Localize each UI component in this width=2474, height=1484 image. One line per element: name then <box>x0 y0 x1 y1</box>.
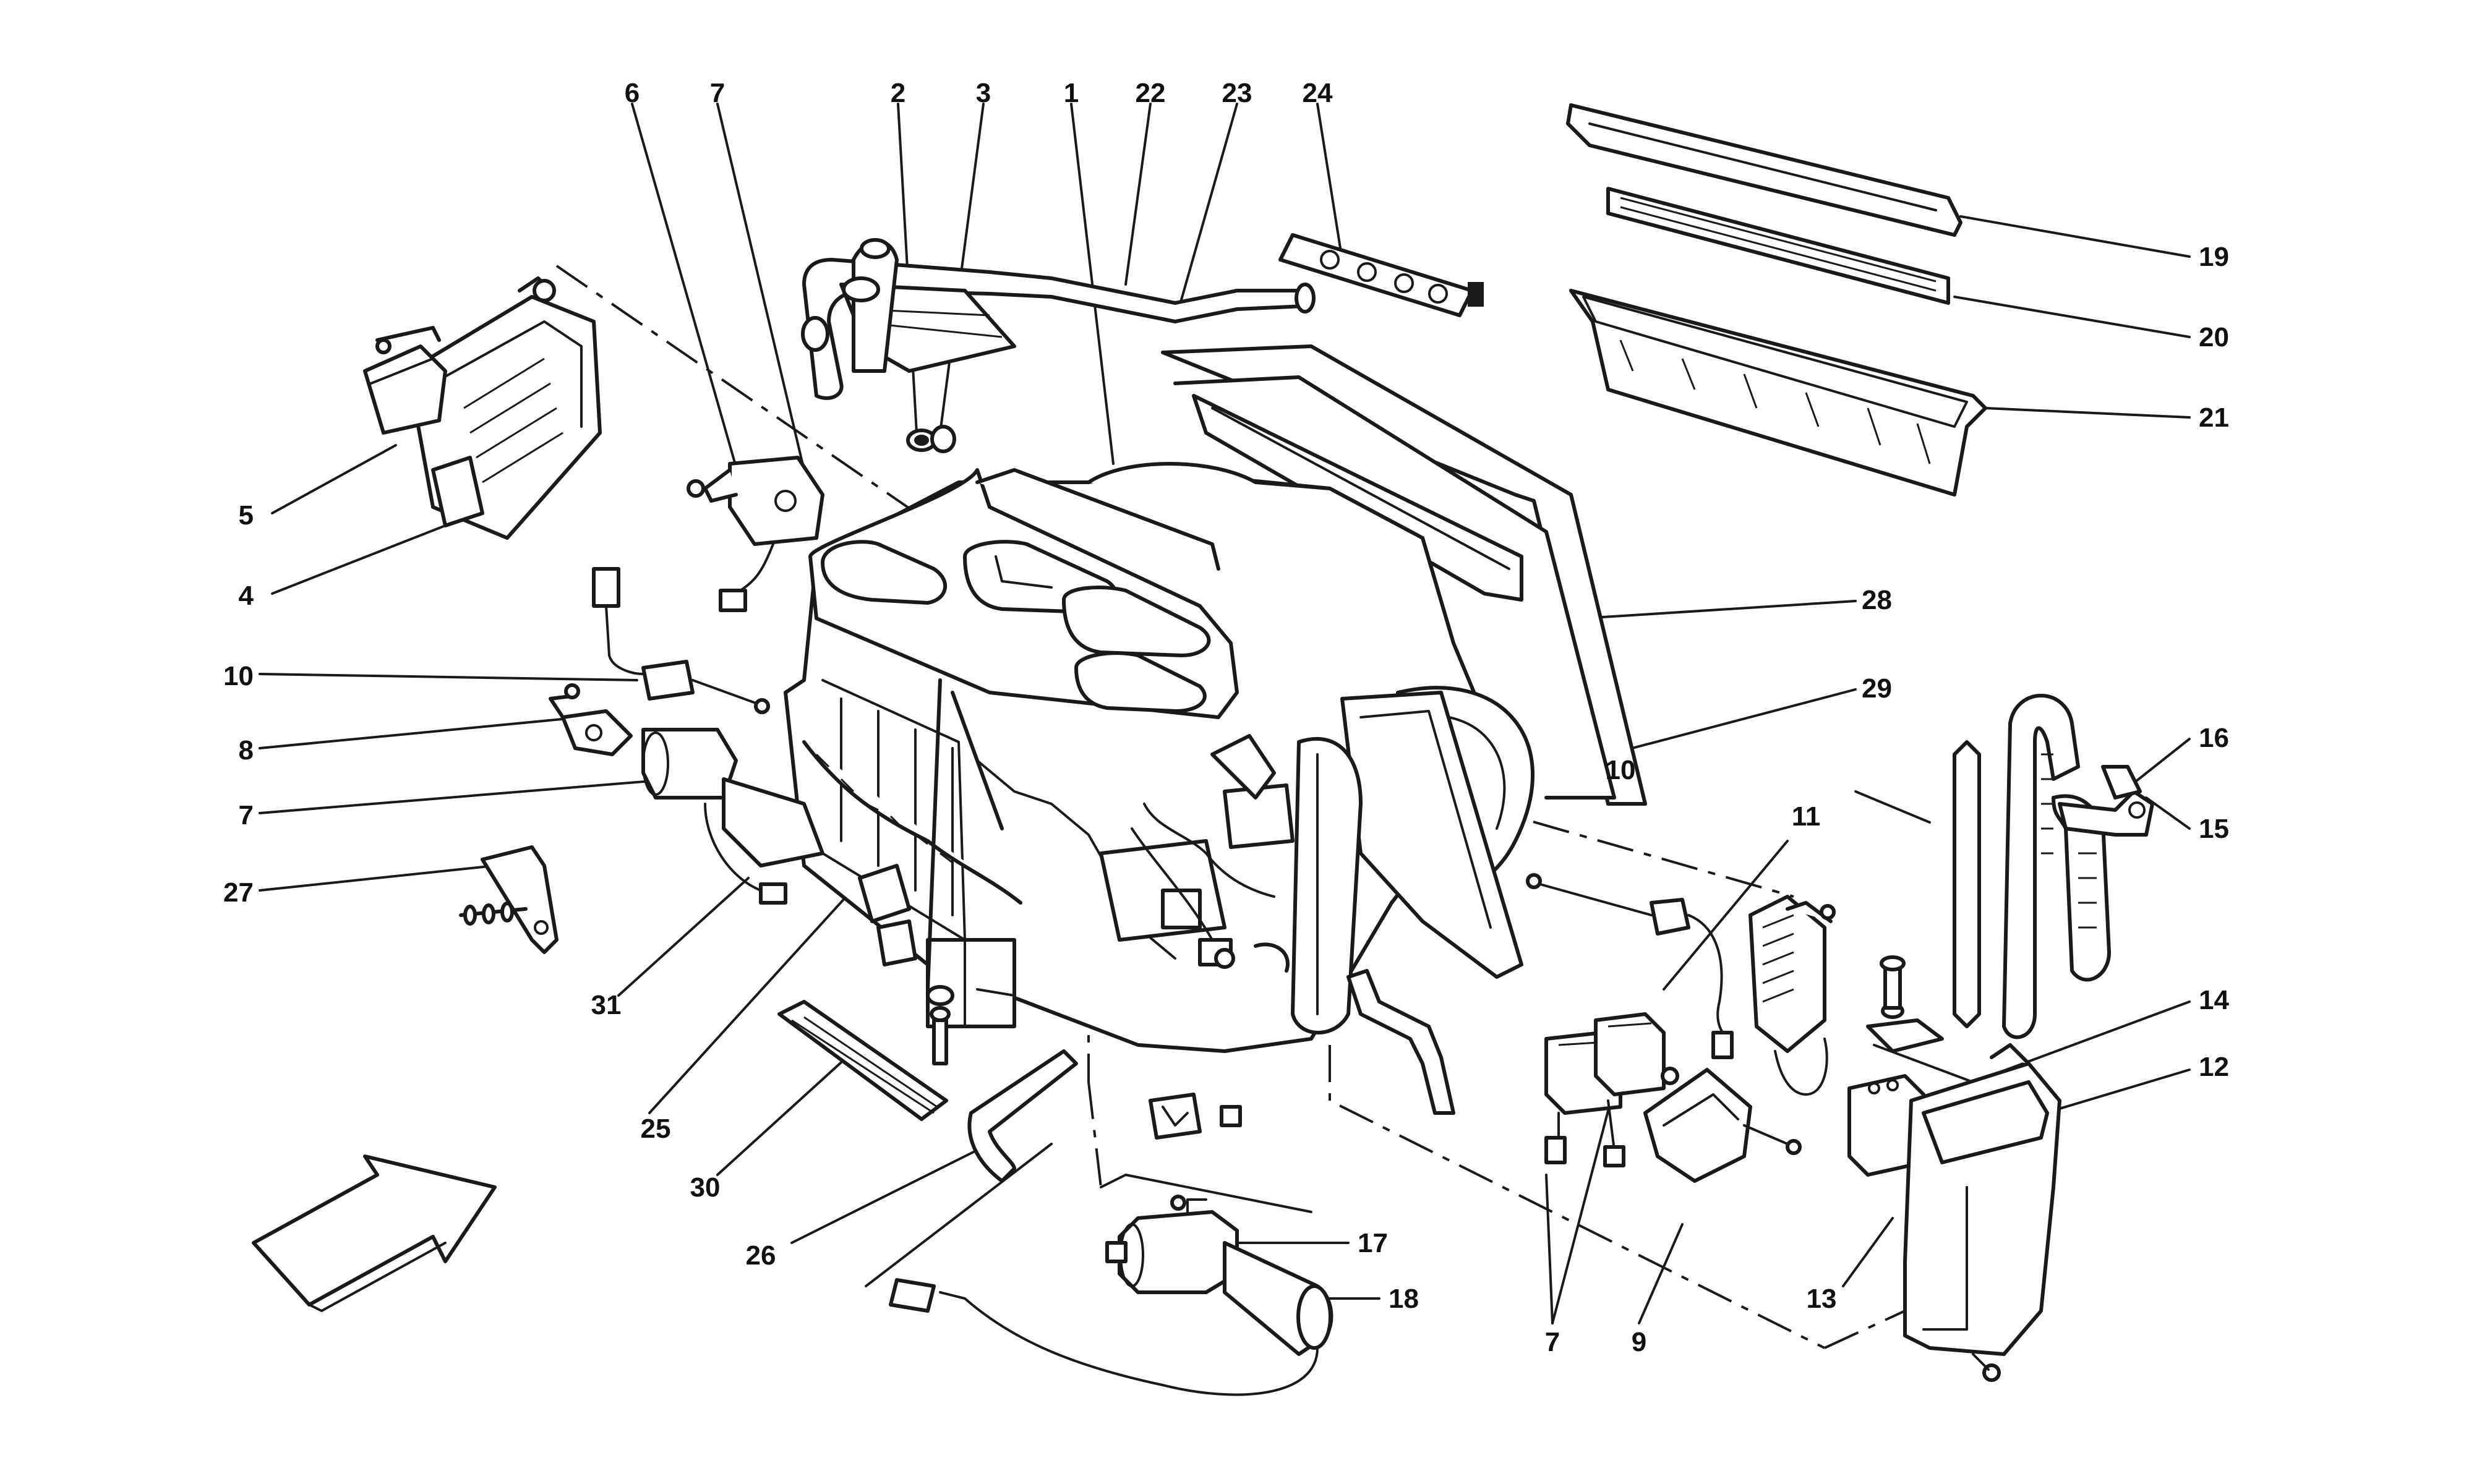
callout-5: 5 <box>239 500 254 531</box>
callout-10-right: 10 <box>1606 755 1636 785</box>
front-direction-arrow-icon <box>252 1154 497 1312</box>
relays-right <box>1544 1012 1679 1167</box>
callout-11: 11 <box>1792 801 1821 832</box>
callout-10-left: 10 <box>223 661 254 691</box>
callout-6: 6 <box>625 78 640 108</box>
blower-resistor <box>1748 895 1836 1096</box>
callout-labels: 6 7 2 3 1 22 23 24 19 20 21 5 4 28 10 29… <box>223 78 2229 1357</box>
bracket-clip <box>549 683 633 756</box>
top-distribution-cover <box>808 468 1239 719</box>
callout-27: 27 <box>223 877 254 908</box>
filter-pad <box>777 1000 948 1121</box>
drain-hose <box>967 1049 1078 1183</box>
coolant-hoses <box>1953 694 2154 1039</box>
relay-bracket <box>1643 1068 1802 1183</box>
callout-14: 14 <box>2199 985 2229 1015</box>
electronics-cover <box>1903 1043 2061 1382</box>
callout-15: 15 <box>2199 814 2229 844</box>
callout-7-left: 7 <box>239 800 254 830</box>
callout-23: 23 <box>1222 78 1252 108</box>
mounting-bracket <box>459 845 559 954</box>
callout-24: 24 <box>1303 78 1333 108</box>
callout-18: 18 <box>1389 1284 1419 1314</box>
air-filter-assembly <box>1566 103 1987 497</box>
callout-17: 17 <box>1358 1228 1388 1258</box>
callout-22: 22 <box>1136 78 1166 108</box>
callout-1: 1 <box>1064 78 1079 108</box>
callout-31: 31 <box>591 990 622 1020</box>
condensate-hose <box>1346 969 1455 1115</box>
callout-9: 9 <box>1632 1327 1646 1357</box>
bracket-plate <box>1866 955 1944 1053</box>
grommet-strip <box>1278 233 1484 317</box>
blower-motor <box>889 1195 1333 1396</box>
fuse-relays <box>1149 1093 1242 1140</box>
callout-8: 8 <box>239 735 254 765</box>
callout-16: 16 <box>2199 723 2229 753</box>
callout-29: 29 <box>1862 673 1892 704</box>
callout-4: 4 <box>239 581 254 611</box>
heater-pipes <box>801 238 1316 400</box>
temperature-sensor-left <box>592 567 770 714</box>
callout-7-right: 7 <box>1545 1327 1560 1357</box>
callout-3: 3 <box>976 78 991 108</box>
callout-26: 26 <box>746 1240 776 1271</box>
callout-2: 2 <box>891 78 905 108</box>
callout-20: 20 <box>2199 322 2229 352</box>
callout-7-top: 7 <box>710 78 725 108</box>
callout-13: 13 <box>1807 1284 1837 1314</box>
actuator-top <box>687 456 824 612</box>
fastener-stack <box>926 985 954 1065</box>
wiring-harness <box>802 678 1022 991</box>
callout-19: 19 <box>2199 242 2229 272</box>
actuator-left <box>641 728 824 905</box>
callout-30: 30 <box>690 1172 721 1203</box>
control-module <box>363 276 602 540</box>
callout-28: 28 <box>1862 585 1892 615</box>
callout-21: 21 <box>2199 403 2229 433</box>
temperature-sensor-right <box>1526 873 1734 1059</box>
callout-12: 12 <box>2199 1052 2229 1082</box>
nut-and-washer <box>906 425 956 453</box>
callout-25: 25 <box>641 1114 671 1144</box>
